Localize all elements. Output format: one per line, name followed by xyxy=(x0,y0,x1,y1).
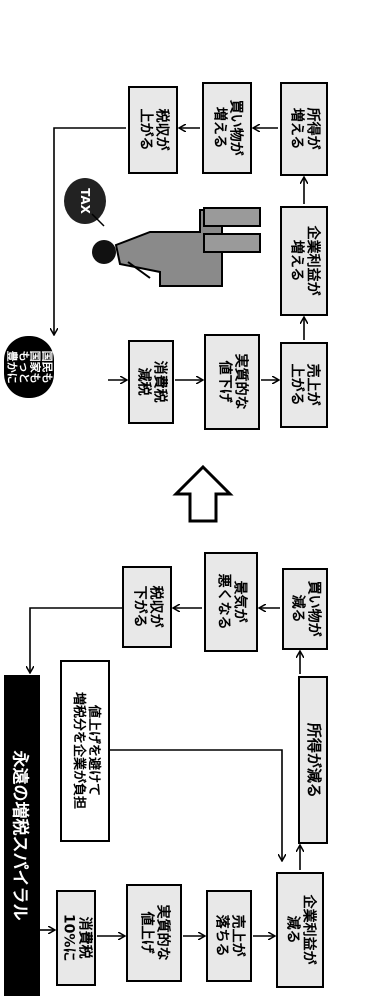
person-illustration xyxy=(91,207,261,287)
box-income-down: 所得が減る xyxy=(298,676,328,844)
box-sales-fall: 売上が 落ちる xyxy=(206,890,252,982)
tax-bubble: TAX xyxy=(64,178,106,224)
box-revenue-up: 税収が 上がる xyxy=(128,86,178,174)
box-note-company-burden: 値上げを避けて 増税分を企業が負担 xyxy=(60,660,110,842)
spiral-arrows xyxy=(30,608,300,936)
title-bar: 永遠の増税スパイラル xyxy=(4,675,40,996)
box-economy-worse: 景気が 悪くなる xyxy=(204,552,258,652)
box-profit-down: 企業利益が 減る xyxy=(276,872,324,988)
box-price-up: 実質的な 値上げ xyxy=(126,884,182,982)
box-price-down: 実質的な 値下げ xyxy=(204,334,260,430)
box-income-up: 所得が 増える xyxy=(280,82,328,176)
box-shopping-down: 買い物が 減る xyxy=(282,568,328,650)
box-tax-cut: 消費税 減税 xyxy=(128,340,174,424)
big-up-arrow xyxy=(172,464,234,523)
box-tax-10-percent: 消費税 10%に xyxy=(56,890,96,986)
prosperity-badge: 国民も 国家も もっと 豊かに xyxy=(4,336,54,398)
prosperity-arrows xyxy=(54,128,304,380)
box-profit-up: 企業利益が 増える xyxy=(280,206,328,316)
box-sales-rise: 売上が 上がる xyxy=(280,342,328,428)
box-revenue-down: 税収が 下がる xyxy=(122,566,172,648)
box-shopping-up: 買い物が 増える xyxy=(202,82,252,174)
